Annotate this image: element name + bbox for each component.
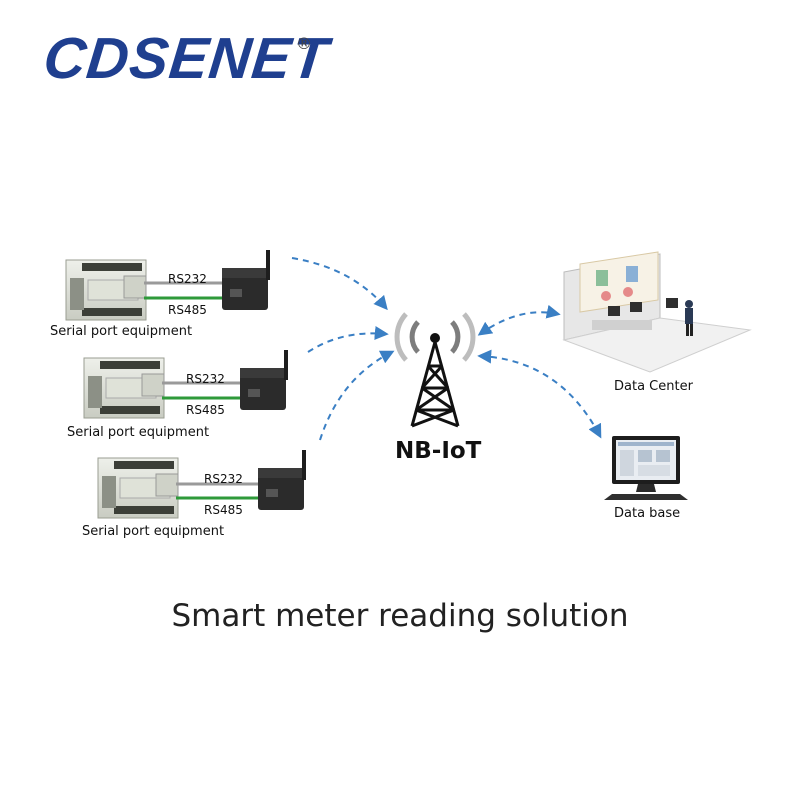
nbiot-tower-icon xyxy=(394,312,476,428)
arrow-dtu2-to-tower xyxy=(307,326,389,353)
rs485-label-1: RS485 xyxy=(168,303,207,317)
registered-mark: ® xyxy=(296,34,312,53)
rs485-label-2: RS485 xyxy=(186,403,225,417)
nbiot-dtu-1 xyxy=(222,250,270,310)
serial-equipment-3 xyxy=(97,457,179,519)
serial-equipment-1 xyxy=(65,259,147,321)
data-center-label: Data Center xyxy=(614,379,693,394)
data-base-icon xyxy=(604,436,688,500)
data-center-icon xyxy=(562,251,752,373)
data-base-label: Data base xyxy=(614,506,681,521)
network-label: NB-IoT xyxy=(395,438,482,464)
device-label-2: Serial port equipment xyxy=(67,425,210,440)
arrow-dtu1-to-tower xyxy=(291,257,388,311)
rs485-label-3: RS485 xyxy=(204,503,243,517)
nbiot-dtu-2 xyxy=(240,350,288,410)
rs232-label-3: RS232 xyxy=(204,472,243,486)
device-label-1: Serial port equipment xyxy=(50,324,193,339)
nbiot-dtu-3 xyxy=(258,450,306,510)
serial-equipment-2 xyxy=(83,357,165,419)
device-label-3: Serial port equipment xyxy=(82,524,225,539)
arrow-dtu3-to-tower xyxy=(319,350,395,441)
rs232-label-2: RS232 xyxy=(186,372,225,386)
solution-caption: Smart meter reading solution xyxy=(171,598,629,634)
arrow-tower-datacenter xyxy=(477,304,561,336)
rs232-label-1: RS232 xyxy=(168,272,207,286)
arrow-tower-database xyxy=(477,349,602,439)
